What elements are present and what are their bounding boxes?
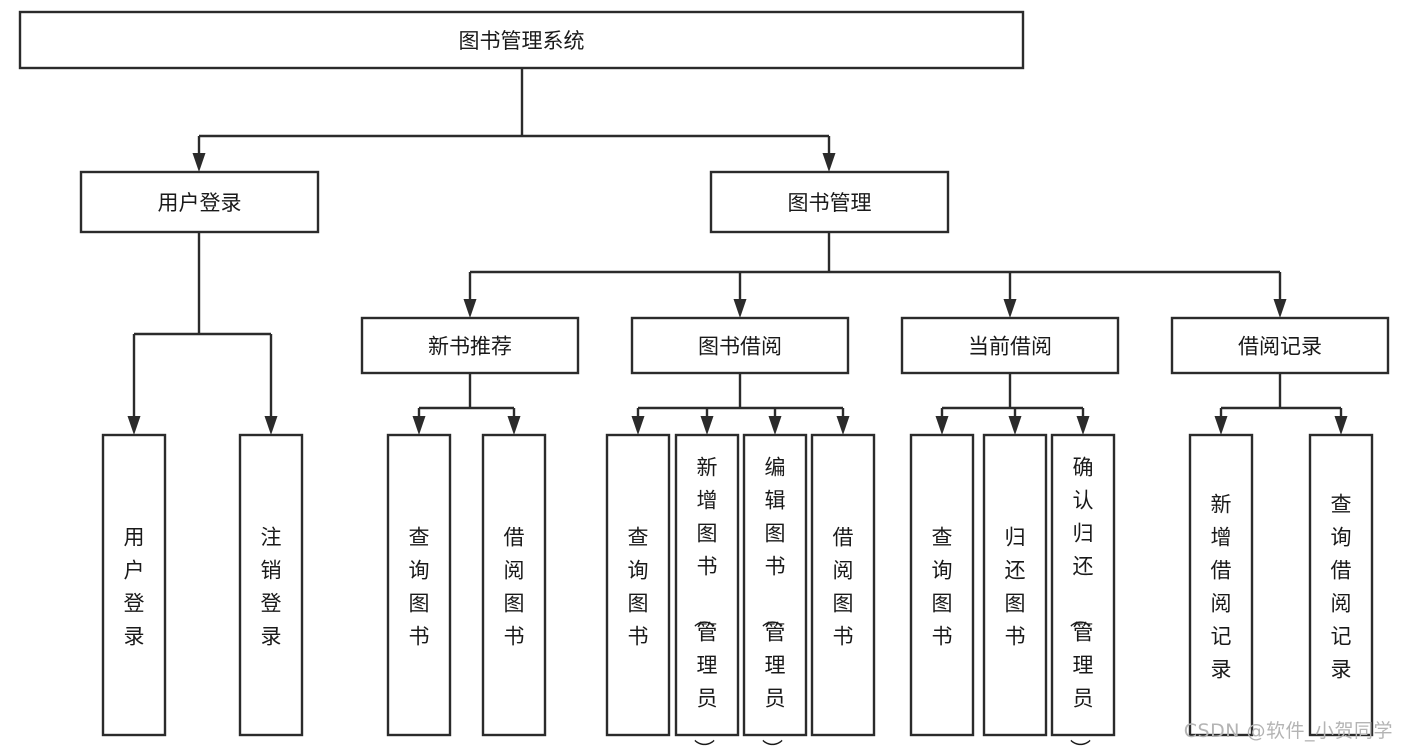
node-label: 当前借阅 [968,335,1052,359]
node-box[interactable] [1050,433,1116,737]
node-box[interactable] [1188,433,1254,737]
node-label: 图书借阅 [698,335,782,359]
node-box[interactable] [1308,433,1374,737]
arrow-head-icon [127,416,141,435]
node-box[interactable] [900,316,1120,375]
node-box[interactable] [481,433,547,737]
node-leaf-add-record[interactable]: 新增借阅记录 [1188,433,1254,737]
arrow-head-icon [1214,416,1228,435]
arrow-head-icon [836,416,850,435]
arrow-head-icon [733,299,747,318]
node-label: 查询图书 [628,526,649,649]
node-root[interactable]: 图书管理系统 [18,10,1025,70]
node-leaf-return-book[interactable]: 归还图书 [982,433,1048,737]
node-box[interactable] [18,10,1025,70]
connector-borrow-record-to-leaves [1214,373,1348,435]
node-box[interactable] [101,433,167,737]
node-label: 用户登录 [158,191,242,215]
node-label: 借阅图书 [833,526,854,649]
node-leaf-add-book[interactable]: 新增图书（管理员） [674,433,740,747]
arrow-head-icon [192,153,206,172]
node-label: 新增图书（管理员） [692,456,718,747]
node-box[interactable] [909,433,975,737]
node-label: 图书管理 [788,191,872,215]
node-box[interactable] [630,316,850,375]
arrow-head-icon [463,299,477,318]
node-leaf-confirm-return[interactable]: 确认归还（管理员） [1050,433,1116,747]
node-label: 新增借阅记录 [1211,493,1232,682]
node-label: 确认归还（管理员） [1068,456,1094,747]
node-label: 归还图书 [1005,526,1026,649]
node-leaf-borrow-book-2[interactable]: 借阅图书 [810,433,876,737]
arrow-head-icon [507,416,521,435]
node-leaf-borrow-book-1[interactable]: 借阅图书 [481,433,547,737]
node-box[interactable] [982,433,1048,737]
node-label: 借阅记录 [1238,335,1322,359]
node-user-login[interactable]: 用户登录 [79,170,320,234]
node-label: 注销登录 [261,526,282,649]
arrow-head-icon [1273,299,1287,318]
node-box[interactable] [1170,316,1390,375]
node-box[interactable] [605,433,671,737]
arrow-head-icon [264,416,278,435]
arrow-head-icon [768,416,782,435]
node-leaf-query-book-3[interactable]: 查询图书 [909,433,975,737]
node-label: 查询借阅记录 [1331,493,1352,682]
node-leaf-query-book-2[interactable]: 查询图书 [605,433,671,737]
arrow-head-icon [1334,416,1348,435]
connector-root-to-level2 [192,68,836,172]
node-leaf-edit-book[interactable]: 编辑图书（管理员） [742,433,808,747]
nodes-layer: 图书管理系统用户登录图书管理新书推荐图书借阅当前借阅借阅记录用户登录注销登录查询… [18,10,1390,747]
node-new-book-rec[interactable]: 新书推荐 [360,316,580,375]
node-label: 借阅图书 [504,526,525,649]
node-box[interactable] [238,433,304,737]
node-label: 用户登录 [124,526,145,649]
node-book-borrow[interactable]: 图书借阅 [630,316,850,375]
arrow-head-icon [631,416,645,435]
node-leaf-user-login[interactable]: 用户登录 [101,433,167,737]
node-label: 查询图书 [409,526,430,649]
arrow-head-icon [1008,416,1022,435]
node-leaf-query-book-1[interactable]: 查询图书 [386,433,452,737]
connector-new-book-rec-to-leaves [412,373,521,435]
connector-book-borrow-to-leaves [631,373,850,435]
csdn-watermark: CSDN @软件_小贺同学 [1183,720,1393,742]
node-box[interactable] [386,433,452,737]
connectors-layer [127,68,1348,435]
connector-user-login-to-leaves [127,232,278,435]
node-leaf-query-record[interactable]: 查询借阅记录 [1308,433,1374,737]
node-borrow-record[interactable]: 借阅记录 [1170,316,1390,375]
connector-current-borrow-to-leaves [935,373,1090,435]
node-box[interactable] [79,170,320,234]
node-label: 图书管理系统 [459,29,585,53]
node-label: 新书推荐 [428,335,512,359]
node-box[interactable] [709,170,950,234]
arrow-head-icon [700,416,714,435]
connector-book-manage-to-level3 [463,232,1287,318]
arrow-head-icon [1076,416,1090,435]
arrow-head-icon [822,153,836,172]
node-box[interactable] [360,316,580,375]
node-leaf-user-logout[interactable]: 注销登录 [238,433,304,737]
node-label: 查询图书 [932,526,953,649]
node-box[interactable] [742,433,808,737]
arrow-head-icon [935,416,949,435]
arrow-head-icon [412,416,426,435]
node-label: 编辑图书（管理员） [760,456,786,747]
node-box[interactable] [674,433,740,737]
arrow-head-icon [1003,299,1017,318]
node-box[interactable] [810,433,876,737]
node-book-manage[interactable]: 图书管理 [709,170,950,234]
node-current-borrow[interactable]: 当前借阅 [900,316,1120,375]
